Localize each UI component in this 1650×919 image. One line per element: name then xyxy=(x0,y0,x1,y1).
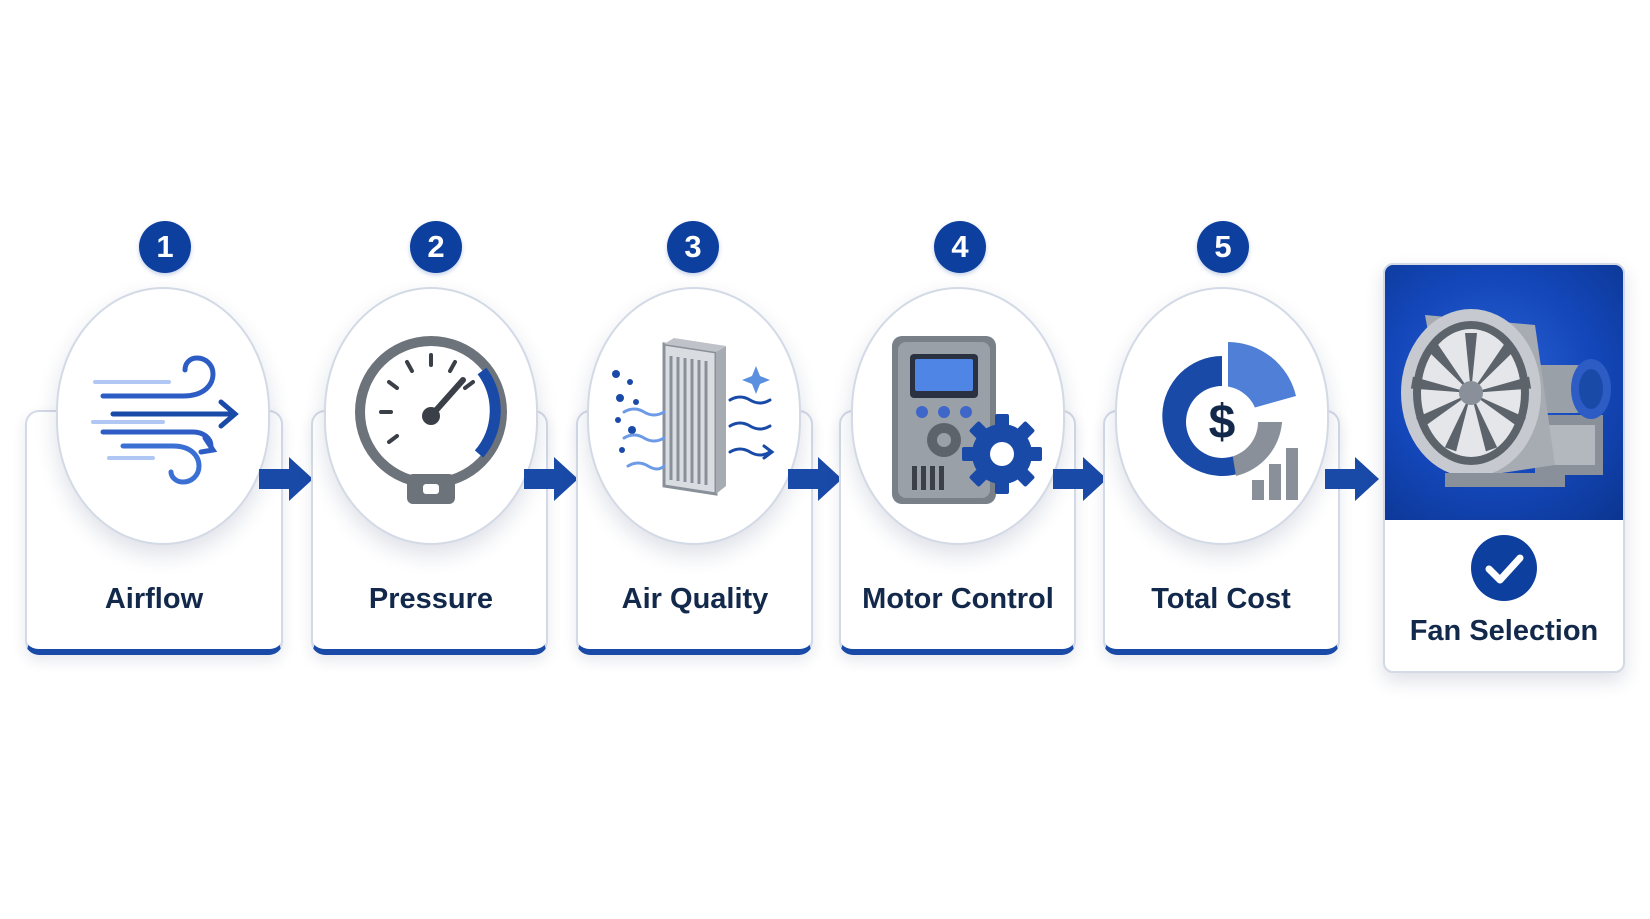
step-number-badge: 5 xyxy=(1197,221,1249,273)
step-label: Motor Control xyxy=(862,583,1054,615)
step-number-badge: 1 xyxy=(139,221,191,273)
arrow-right-icon xyxy=(524,457,578,501)
step-label: Pressure xyxy=(368,583,494,615)
step-number-badge: 4 xyxy=(934,221,986,273)
arrow-right-icon xyxy=(1053,457,1107,501)
svg-text:$: $ xyxy=(1209,396,1236,449)
checkmark-icon xyxy=(1471,535,1537,601)
air-filter-icon xyxy=(612,338,775,496)
arrow-right-icon xyxy=(1325,457,1379,501)
step-icon-bubble xyxy=(851,287,1065,545)
result-label: Fan Selection xyxy=(1409,615,1599,647)
step-label: Total Cost xyxy=(1151,583,1291,615)
motor-controller-icon xyxy=(892,336,1042,504)
cost-chart-icon: $ xyxy=(1162,342,1298,500)
arrow-right-icon xyxy=(788,457,842,501)
arrow-right-icon xyxy=(259,457,313,501)
step-icon-bubble xyxy=(56,287,270,545)
step-icon-bubble xyxy=(587,287,801,545)
airflow-icon xyxy=(91,355,239,485)
result-card-fan-selection: Fan Selection xyxy=(1383,263,1625,673)
step-number-badge: 3 xyxy=(667,221,719,273)
step-icon-bubble: $ xyxy=(1115,287,1329,545)
pressure-gauge-icon xyxy=(355,336,507,504)
step-label: Air Quality xyxy=(621,583,769,615)
fan-photo xyxy=(1385,265,1623,520)
centrifugal-fan-icon xyxy=(1401,309,1611,487)
step-number-badge: 2 xyxy=(410,221,462,273)
step-label: Airflow xyxy=(104,583,204,615)
step-icon-bubble xyxy=(324,287,538,545)
